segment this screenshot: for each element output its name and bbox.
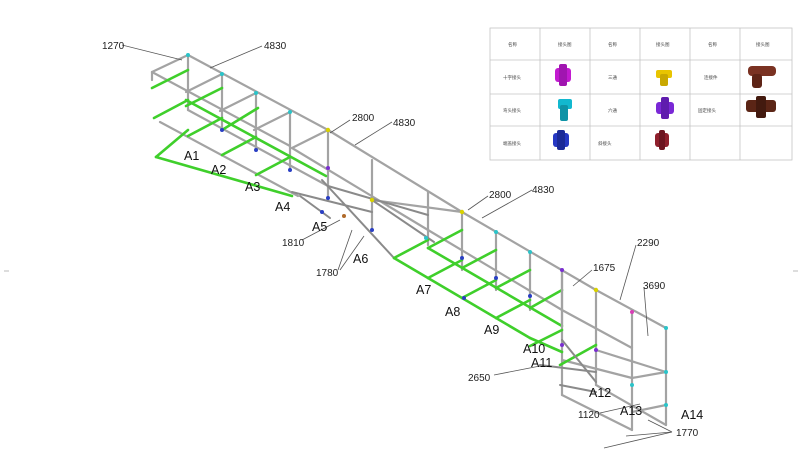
legend-header-3: 名称: [608, 41, 617, 48]
legend-row1-name1: 十字接头: [503, 74, 521, 81]
legend-row1-name3: 连接件: [704, 74, 718, 81]
section-middle: [290, 128, 598, 340]
section-label-a7: A7: [416, 283, 431, 297]
dimension-4830-top: 4830: [264, 41, 287, 52]
joint-image-cross-magenta: [555, 64, 571, 86]
legend-header-5: 名称: [708, 41, 717, 48]
dimension-1270: 1270: [102, 41, 125, 52]
section-right-tower: [528, 268, 668, 432]
section-label-a1: A1: [184, 149, 199, 163]
joint-image-oblique-maroon: [655, 130, 669, 150]
legend-header-2: 接头图: [558, 41, 572, 48]
dimension-2800-a: 2800: [352, 113, 375, 124]
dimension-1810: 1810: [282, 238, 305, 249]
legend-row2-name3: 固定接头: [698, 107, 716, 114]
dimension-1120: 1120: [578, 410, 600, 421]
legend-row3-name1: 端盖接头: [503, 140, 521, 147]
section-front-left: [150, 53, 330, 202]
joint-legend-table: 名称 接头图 名称 接头图 名称 接头图 十字接头 三通 连接件 弯头接头 六通…: [489, 27, 793, 161]
section-label-a3: A3: [245, 180, 260, 194]
section-label-a13: A13: [620, 404, 642, 418]
dimension-leaders: [121, 44, 673, 449]
dimension-2800-b: 2800: [489, 190, 512, 201]
legend-header-4: 接头图: [656, 41, 670, 48]
section-label-a14: A14: [681, 408, 703, 422]
dimension-3690: 3690: [643, 281, 666, 292]
legend-row3-name2: 斜接头: [598, 140, 612, 147]
section-label-a10: A10: [523, 342, 545, 356]
joint-image-six-way-purple: [656, 97, 674, 119]
joint-image-fixed-dark-brown: [746, 96, 776, 118]
section-label-a5: A5: [312, 220, 327, 234]
joints: [186, 53, 668, 407]
section-label-a6: A6: [353, 252, 368, 266]
section-label-a12: A12: [589, 386, 611, 400]
dimension-2290: 2290: [637, 238, 660, 249]
section-label-a8: A8: [445, 305, 460, 319]
section-label-a2: A2: [211, 163, 226, 177]
dimension-2650: 2650: [468, 373, 491, 384]
joint-image-connector-brown: [748, 66, 776, 88]
section-label-a11: A11: [531, 356, 552, 370]
joint-image-tee-yellow: [656, 70, 672, 86]
dimension-4830-mid: 4830: [393, 118, 416, 129]
dimension-1780: 1780: [316, 268, 339, 279]
legend-header-6: 接头图: [756, 41, 770, 48]
section-label-a4: A4: [275, 200, 290, 214]
joint-image-endcap-blue: [553, 130, 569, 150]
dimension-4830-b: 4830: [532, 185, 555, 196]
legend-row2-name2: 六通: [608, 107, 617, 114]
legend-row1-name2: 三通: [608, 74, 617, 81]
joint-image-elbow-cyan: [558, 99, 572, 121]
legend-row2-name1: 弯头接头: [503, 107, 521, 114]
dimension-1675: 1675: [593, 263, 616, 274]
legend-header-1: 名称: [508, 41, 517, 48]
dimension-1770: 1770: [676, 428, 699, 439]
section-label-a9: A9: [484, 323, 499, 337]
